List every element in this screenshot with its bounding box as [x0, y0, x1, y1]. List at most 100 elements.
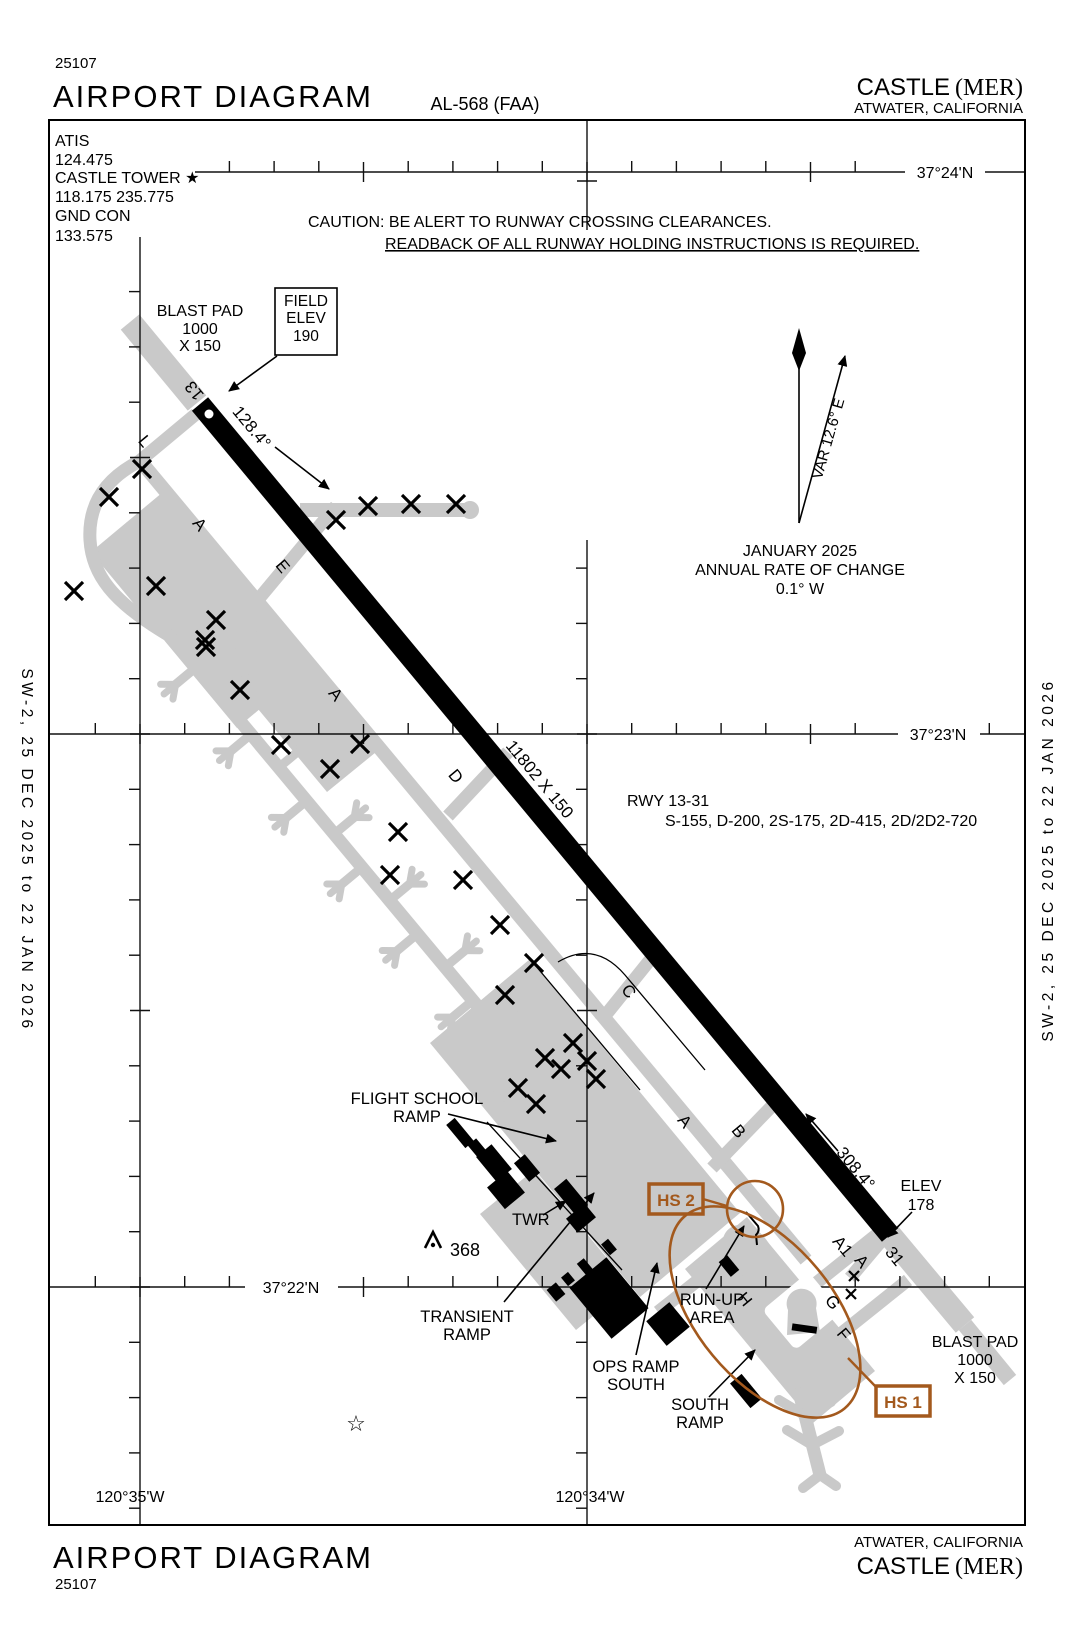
- ops-ramp-label2: SOUTH: [607, 1376, 665, 1394]
- closed-x-mark: [534, 1047, 556, 1069]
- taxiway-label-d: D: [444, 766, 466, 788]
- leader-arrows: [228, 355, 913, 1398]
- comm-ground-freq: 133.575: [55, 228, 113, 245]
- closed-x-mark: [576, 1050, 598, 1072]
- stub-taxiway: [331, 814, 357, 838]
- star-icon: ☆: [346, 1411, 366, 1436]
- runup-area-label1: RUN-UP: [680, 1291, 744, 1309]
- runway-data-title: RWY 13-31: [627, 793, 709, 810]
- comm-atis-freq: 124.475: [55, 152, 113, 169]
- chart-number-top: 25107: [55, 55, 97, 72]
- hot-spots: [647, 1179, 932, 1419]
- comm-tower-freqs: 118.175 235.775: [55, 189, 174, 206]
- page-title-bottom: AIRPORT DIAGRAM: [53, 1540, 373, 1575]
- blast-pad-nw-line1: BLAST PAD: [157, 303, 244, 320]
- lat-label-2222: 37°22'N: [263, 1280, 320, 1297]
- closed-x-mark: [195, 636, 217, 658]
- closed-x-mark: [319, 758, 341, 780]
- closed-x-mark: [494, 984, 516, 1006]
- hotspot1-box: [874, 1384, 932, 1418]
- ops-ramp-arrow: [635, 1262, 660, 1356]
- elev-31-label: ELEV: [901, 1178, 942, 1195]
- hotspot1-leader: [847, 1357, 878, 1389]
- latlong-grid: [49, 120, 1025, 1525]
- building: [561, 1271, 575, 1287]
- field-elev-arrow: [228, 355, 278, 392]
- closed-x-mark: [489, 914, 511, 936]
- apron-edge-line: [557, 952, 706, 1071]
- elev-178-arrow: [887, 1211, 913, 1238]
- stub-taxiway: [228, 730, 254, 755]
- apron-edge-line: [529, 958, 641, 1091]
- blast-pad-nw-shape: [120, 314, 207, 411]
- city-bottom: ATWATER, CALIFORNIA: [854, 1534, 1023, 1551]
- compass-pad-bar: [791, 1323, 818, 1334]
- building: [513, 1154, 541, 1182]
- var-date: JANUARY 2025: [743, 543, 857, 560]
- chart-number-bottom: 25107: [55, 1576, 97, 1593]
- hdg-128-arrow: [274, 446, 330, 490]
- blast-pad-se-line2: 1000: [957, 1352, 993, 1369]
- closed-x-mark: [98, 486, 120, 508]
- building: [446, 1117, 474, 1149]
- blast-pad-nw-line2: 1000: [182, 321, 218, 338]
- flight-school-arrow: [447, 1113, 557, 1144]
- south-tree-taxiway-stem: [791, 1386, 827, 1477]
- ops-building: [569, 1257, 649, 1339]
- south-ramp-label2: RAMP: [676, 1414, 724, 1432]
- airport-code-bottom: (MER): [955, 1554, 1023, 1580]
- closed-x-mark-small: [848, 1270, 860, 1282]
- field-elev-line2: ELEV: [286, 310, 326, 327]
- obstruction-elev-value: 368: [450, 1240, 480, 1260]
- lat-label-2323: 37°23'N: [910, 727, 967, 744]
- south-ramp-arrow: [708, 1349, 756, 1398]
- chart-border: [48, 119, 1026, 1526]
- edition-banner-right: SW-2, 25 DEC 2025 to 22 JAN 2026: [1040, 678, 1057, 1041]
- runup-area-label2: AREA: [690, 1309, 735, 1327]
- obstruction-icon-dot: [430, 1242, 436, 1248]
- blast-pad-nw-line3: X 150: [179, 338, 221, 355]
- closed-x-mark: [550, 1058, 572, 1080]
- taxiway-e: [247, 501, 341, 612]
- taxiway-b: [707, 1101, 777, 1173]
- variation-arrow-group: [792, 328, 848, 524]
- airport-name-bottom: CASTLE: [857, 1553, 950, 1580]
- airport-code-top: (MER): [955, 75, 1023, 101]
- runway-data-values: S-155, D-200, 2S-175, 2D-415, 2D/2D2-720: [665, 813, 977, 830]
- comm-atis-label: ATIS: [55, 133, 89, 150]
- hotspot1-label: HS 1: [884, 1393, 922, 1412]
- stub-taxiway: [449, 997, 476, 1021]
- taxiway-f: [813, 1274, 913, 1358]
- page-title-top: AIRPORT DIAGRAM: [53, 79, 373, 114]
- closed-x-mark: [270, 734, 292, 756]
- field-elev-box: [274, 287, 338, 356]
- stub-taxiway: [220, 680, 247, 705]
- hotspot2-box: [647, 1182, 705, 1216]
- caution-line2: READBACK OF ALL RUNWAY HOLDING INSTRUCTI…: [385, 236, 919, 253]
- transient-ramp-arrow: [503, 1192, 595, 1303]
- taxiway-l: [131, 409, 201, 469]
- closed-x-mark: [145, 575, 167, 597]
- ops-ramp-label1: OPS RAMP: [592, 1358, 679, 1376]
- closed-x-mark-small: [845, 1288, 857, 1300]
- south-ramp-label1: SOUTH: [671, 1396, 729, 1414]
- closed-x-mark: [445, 493, 467, 515]
- blast-pad-se-line3: X 150: [954, 1370, 996, 1387]
- closed-x-mark: [229, 679, 251, 701]
- buildings: [446, 1117, 762, 1409]
- flight-school-ramp-label2: RAMP: [393, 1108, 441, 1126]
- hotspot2-label: HS 2: [657, 1191, 695, 1210]
- runway-13-31: [191, 397, 899, 1242]
- transient-ramp-label1: TRANSIENT: [420, 1308, 514, 1326]
- taxiway-c: [594, 945, 664, 1027]
- taxiway-a: [136, 458, 812, 1265]
- caution-line1: CAUTION: BE ALERT TO RUNWAY CROSSING CLE…: [308, 214, 772, 231]
- closed-x-mark: [452, 869, 474, 891]
- se-overrun-taxiway: [958, 1319, 1017, 1386]
- closed-x-mark: [194, 629, 216, 651]
- building: [487, 1170, 525, 1210]
- hotspot2-leader: [702, 1197, 728, 1208]
- stub-taxiway: [172, 664, 199, 688]
